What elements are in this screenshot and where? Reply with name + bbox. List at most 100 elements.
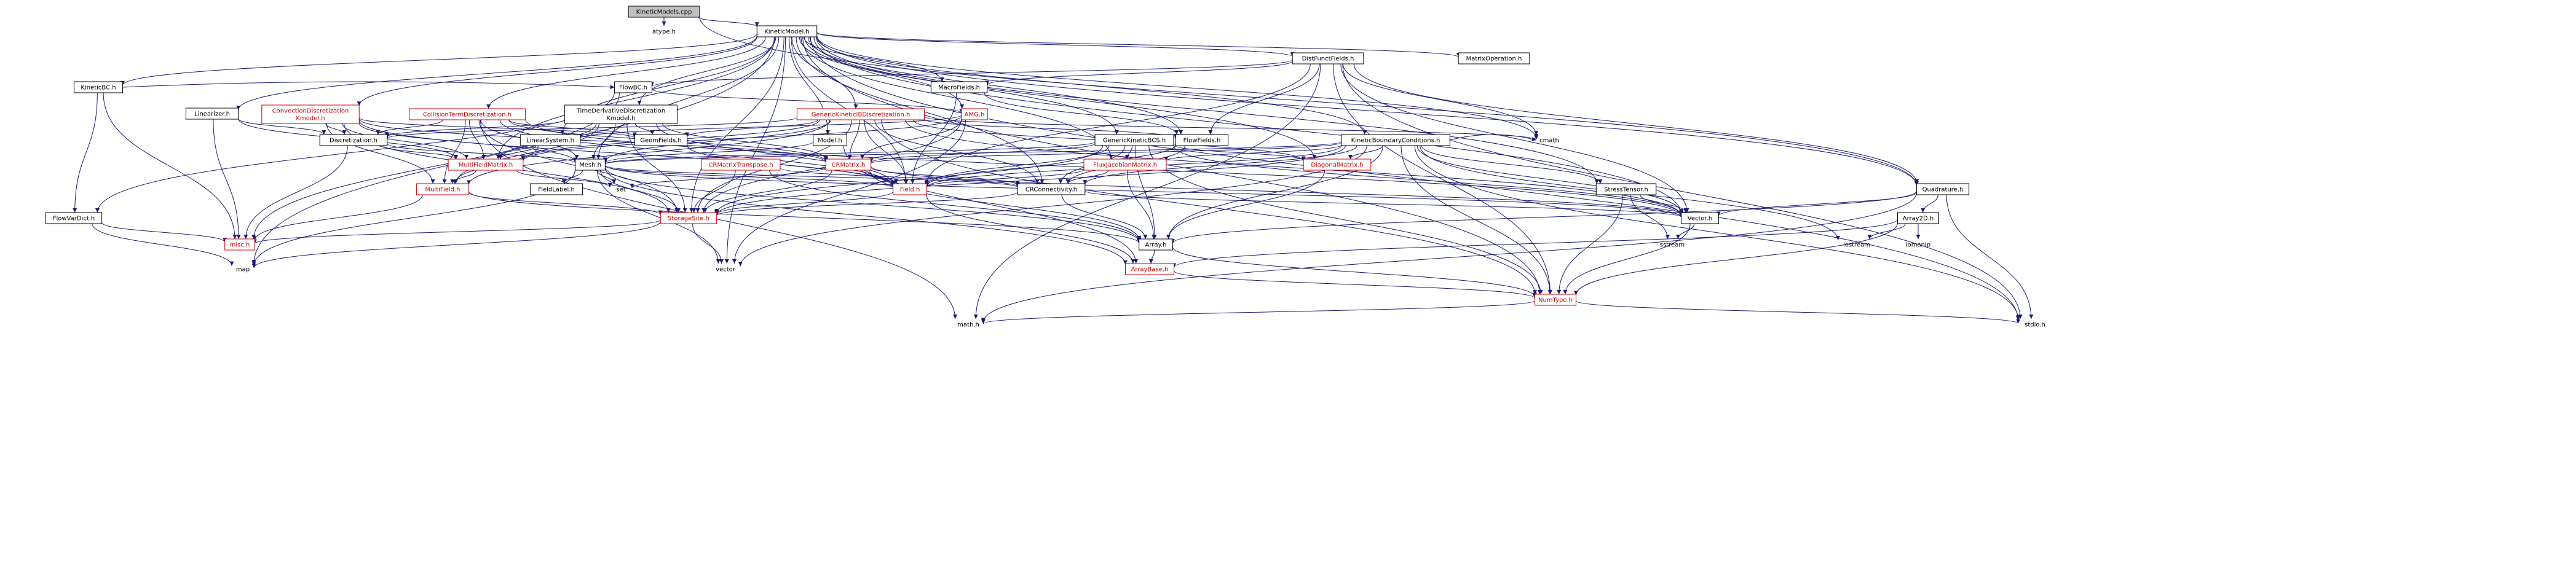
node-mesh-h[interactable]: Mesh.h xyxy=(575,158,606,171)
node-label: Field.h xyxy=(900,187,920,194)
node-label: FluxJacobianMatrix.h xyxy=(1093,162,1157,169)
node-label: vector xyxy=(716,267,736,273)
node-fluxjacobianmatrix-h[interactable]: FluxJacobianMatrix.h xyxy=(1083,158,1167,171)
edge-mesh_h-to-set xyxy=(596,170,617,184)
node-linearsystem-h[interactable]: LinearSystem.h xyxy=(520,134,581,146)
node-storagesite-h[interactable]: StorageSite.h xyxy=(660,212,717,224)
node-math-h: math.h xyxy=(957,322,979,329)
edge-array2d_h-to-iostream xyxy=(1867,223,1906,240)
node-flowvardict-h[interactable]: FlowVarDict.h xyxy=(45,212,103,224)
node-label: FlowBC.h xyxy=(619,85,647,92)
node-label: Discretization.h xyxy=(330,138,377,144)
node-numtype-h[interactable]: NumType.h xyxy=(1535,294,1576,306)
node-box xyxy=(575,158,606,171)
edge-kineticmodel_h-to-convectiondiscretization_h xyxy=(357,36,757,106)
edge-flowbc_h-to-amg_h xyxy=(651,88,964,114)
node-multifield-h[interactable]: MultiField.h xyxy=(416,183,470,195)
edge-layer xyxy=(73,17,2034,324)
node-multifieldmatrix-h[interactable]: MultiFieldMatrix.h xyxy=(448,158,524,171)
node-vector-h[interactable]: Vector.h xyxy=(1681,212,1719,224)
node-box xyxy=(1083,158,1167,171)
node-model-h[interactable]: Model.h xyxy=(813,134,847,146)
node-crconnectivity-h[interactable]: CRConnectivity.h xyxy=(1017,183,1086,195)
node-label: AMG.h xyxy=(965,112,985,119)
node-box xyxy=(660,212,717,224)
node-flowbc-h[interactable]: FlowBC.h xyxy=(614,81,652,93)
edge-kineticboundaryconditions_h-to-stdio_h xyxy=(1414,145,2021,320)
edge-quadrature_h-to-stdio_h xyxy=(1946,194,2034,319)
node-quadrature-h[interactable]: Quadrature.h xyxy=(1916,183,1970,195)
edge-crmatrix_h-to-field_h xyxy=(862,170,898,184)
edge-stresstensor_h-to-sstream xyxy=(1630,194,1670,240)
node-stdio-h: stdio.h xyxy=(2025,322,2045,329)
edge-kineticmodel_h-to-linearizer_h xyxy=(236,35,757,110)
edge-fluxjacobianmatrix_h-to-array_h xyxy=(1126,170,1156,240)
node-box xyxy=(1681,212,1719,224)
edge-kineticmodel_h-to-amg_h xyxy=(799,36,965,109)
node-crmatrixtranspose-h[interactable]: CRMatrixTranspose.h xyxy=(701,158,781,171)
node-array-h[interactable]: Array.h xyxy=(1139,238,1173,251)
edge-amg_h-to-linearsystem_h xyxy=(578,114,962,139)
node-discretization-h[interactable]: Discretization.h xyxy=(319,134,388,146)
node-label: CRConnectivity.h xyxy=(1025,187,1077,194)
node-macrofields-h[interactable]: MacroFields.h xyxy=(930,81,988,93)
node-generickineticbcs-h[interactable]: GenericKineticBCS.h xyxy=(1094,134,1174,146)
node-label: GenericKineticIBDiscretization.h xyxy=(812,112,911,119)
edge-distfunctfields_h-to-cmath xyxy=(1342,63,1539,136)
node-kineticmodel-h[interactable]: KineticModel.h xyxy=(756,25,818,37)
node-matrixoperation-h[interactable]: MatrixOperation.h xyxy=(1458,52,1530,65)
edge-diagonalmatrix_h-to-array_h xyxy=(1166,170,1326,240)
edge-kineticbc_h-to-flowvardict_h xyxy=(73,92,98,213)
node-label: stdio.h xyxy=(2025,322,2045,329)
node-flowfields-h[interactable]: FlowFields.h xyxy=(1175,134,1229,146)
node-label: atype.h xyxy=(652,29,676,36)
node-iostream: iostream xyxy=(1843,242,1870,249)
edge-distfunctfields_h-to-stdio_h xyxy=(1342,63,2023,319)
edge-genericKineticibdiscretization_h-to-numtype_h xyxy=(881,119,1537,295)
edge-genericKineticibdiscretization_h-to-cmath xyxy=(924,116,1538,140)
node-kineticmodels-cpp[interactable]: KineticModels.cpp xyxy=(628,6,700,18)
node-box xyxy=(701,158,781,171)
edge-genericKineticibdiscretization_h-to-mesh_h xyxy=(603,119,832,162)
node-label: math.h xyxy=(957,322,979,329)
node-label: Kmodel.h xyxy=(606,115,635,122)
edge-stresstensor_h-to-vector_h xyxy=(1640,194,1688,213)
node-label: map xyxy=(236,267,250,273)
edge-distfunctfields_h-to-flowfields_h xyxy=(1208,63,1320,135)
node-genericKineticibdiscretization-h[interactable]: GenericKineticIBDiscretization.h xyxy=(796,108,925,120)
node-linearizer-h[interactable]: Linearizer.h xyxy=(185,108,239,120)
node-stresstensor-h[interactable]: StressTensor.h xyxy=(1595,183,1657,195)
node-box xyxy=(826,158,871,171)
edge-kineticmodel_h-to-mesh_h xyxy=(596,36,780,160)
edge-mesh_h-to-array_h xyxy=(604,166,1142,243)
edge-kineticmodel_h-to-cmath xyxy=(816,35,1539,138)
edge-genericKineticibdiscretization_h-to-multifield_h xyxy=(467,119,831,185)
node-kineticboundaryconditions-h[interactable]: KineticBoundaryConditions.h xyxy=(1341,134,1450,146)
node-array2d-h[interactable]: Array2D.h xyxy=(1897,212,1939,224)
edge-numtype_h-to-math_h xyxy=(981,300,1536,324)
node-box xyxy=(564,104,678,124)
node-collisiontermdiscretization-h[interactable]: CollisionTermDiscretization.h xyxy=(409,108,526,120)
edge-quadrature_h-to-array2d_h xyxy=(1921,194,1938,213)
node-amg-h[interactable]: AMG.h xyxy=(961,108,988,120)
edge-kineticmodel_h-to-stdio_h xyxy=(810,36,2021,321)
node-geomfields-h[interactable]: GeomFields.h xyxy=(634,134,688,146)
node-layer: KineticModels.cpp atype.h KineticModel.hDi… xyxy=(45,6,2045,329)
edge-kineticmodels_cpp-to-kineticmodel_h xyxy=(698,17,759,27)
node-misc-h[interactable]: misc.h xyxy=(224,238,255,251)
node-label: CRMatrixTranspose.h xyxy=(708,162,773,169)
node-diagonalmatrix-h[interactable]: DiagonalMatrix.h xyxy=(1303,158,1372,171)
node-label: FlowFields.h xyxy=(1183,138,1221,144)
edge-array2d_h-to-arraybase_h xyxy=(1172,219,1898,268)
node-arraybase-h[interactable]: ArrayBase.h xyxy=(1124,263,1175,275)
node-fieldlabel-h[interactable]: FieldLabel.h xyxy=(529,183,583,195)
node-crmatrix-h[interactable]: CRMatrix.h xyxy=(826,158,871,171)
edge-distfunctfields_h-to-field_h xyxy=(924,63,1311,184)
edge-linearizer_h-to-discretization_h xyxy=(238,118,326,135)
node-kineticbc-h[interactable]: KineticBC.h xyxy=(73,81,124,93)
node-field-h[interactable]: Field.h xyxy=(893,183,927,195)
node-label: MultiField.h xyxy=(425,187,460,194)
node-distfunctfields-h[interactable]: DistFunctFields.h xyxy=(1292,52,1364,65)
